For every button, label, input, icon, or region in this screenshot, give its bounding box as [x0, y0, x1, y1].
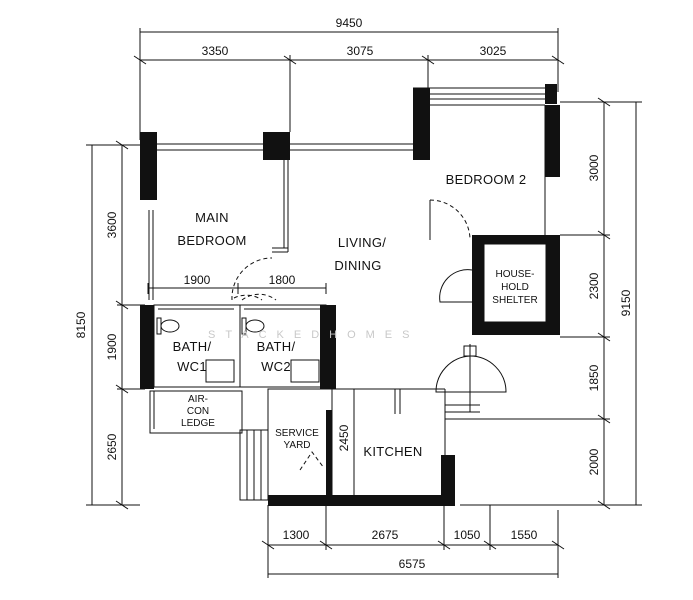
- service-yard-label: YARD: [283, 440, 310, 451]
- partition-lines: [148, 87, 555, 501]
- dim-bottom-total: 6575: [399, 557, 426, 571]
- living-dining-label: DINING: [334, 258, 381, 273]
- household-shelter-label: SHELTER: [492, 295, 537, 306]
- dim-bath2-width: 1800: [269, 273, 296, 287]
- dim-service-yard-depth: 2450: [337, 424, 351, 451]
- dim-top-total: 9450: [336, 16, 363, 30]
- dim-bottom-segment: 1550: [511, 528, 538, 542]
- dim-left-segment: 2650: [105, 433, 119, 460]
- aircon-ledge-label: LEDGE: [181, 418, 215, 429]
- bath1-label: WC1: [177, 359, 207, 374]
- household-shelter-label: HOUSE-: [496, 269, 535, 280]
- dim-right-segment: 3000: [587, 154, 601, 181]
- dimension-lines: [86, 28, 642, 578]
- dim-top-segment: 3075: [347, 44, 374, 58]
- dim-bottom-segment: 1300: [283, 528, 310, 542]
- bedroom2-label: BEDROOM 2: [446, 172, 527, 187]
- dim-top-segment: 3350: [202, 44, 229, 58]
- bath1-label: BATH/: [173, 339, 212, 354]
- dim-left-segment: 3600: [105, 211, 119, 238]
- dim-right-segment: 1850: [587, 364, 601, 391]
- main-bedroom-label: MAIN: [195, 210, 229, 225]
- dimension-labels: 9450 3350 3075 3025 8150 3600 1900 2650 …: [74, 16, 633, 571]
- bath2-label: BATH/: [257, 339, 296, 354]
- walls: [140, 84, 560, 506]
- watermark: STACKEDHOMES: [208, 329, 419, 341]
- living-dining-label: LIVING/: [338, 235, 386, 250]
- aircon-ledge-label: CON: [187, 406, 209, 417]
- aircon-ledge-label: AIR-: [188, 394, 208, 405]
- dim-right-segment: 2300: [587, 272, 601, 299]
- dim-left-segment: 1900: [105, 333, 119, 360]
- kitchen-label: KITCHEN: [363, 444, 422, 459]
- dim-bottom-segment: 2675: [372, 528, 399, 542]
- dim-bottom-segment: 1050: [454, 528, 481, 542]
- room-labels: MAIN BEDROOM BEDROOM 2 LIVING/ DINING HO…: [173, 172, 538, 459]
- dim-right-total: 9150: [619, 289, 633, 316]
- dim-bath1-width: 1900: [184, 273, 211, 287]
- doors: [231, 199, 507, 471]
- dim-left-total: 8150: [74, 311, 88, 338]
- household-shelter-label: HOLD: [501, 282, 529, 293]
- main-bedroom-label: BEDROOM: [177, 233, 246, 248]
- dim-right-segment: 2000: [587, 448, 601, 475]
- bath2-label: WC2: [261, 359, 291, 374]
- dim-top-segment: 3025: [480, 44, 507, 58]
- service-yard-label: SERVICE: [275, 428, 319, 439]
